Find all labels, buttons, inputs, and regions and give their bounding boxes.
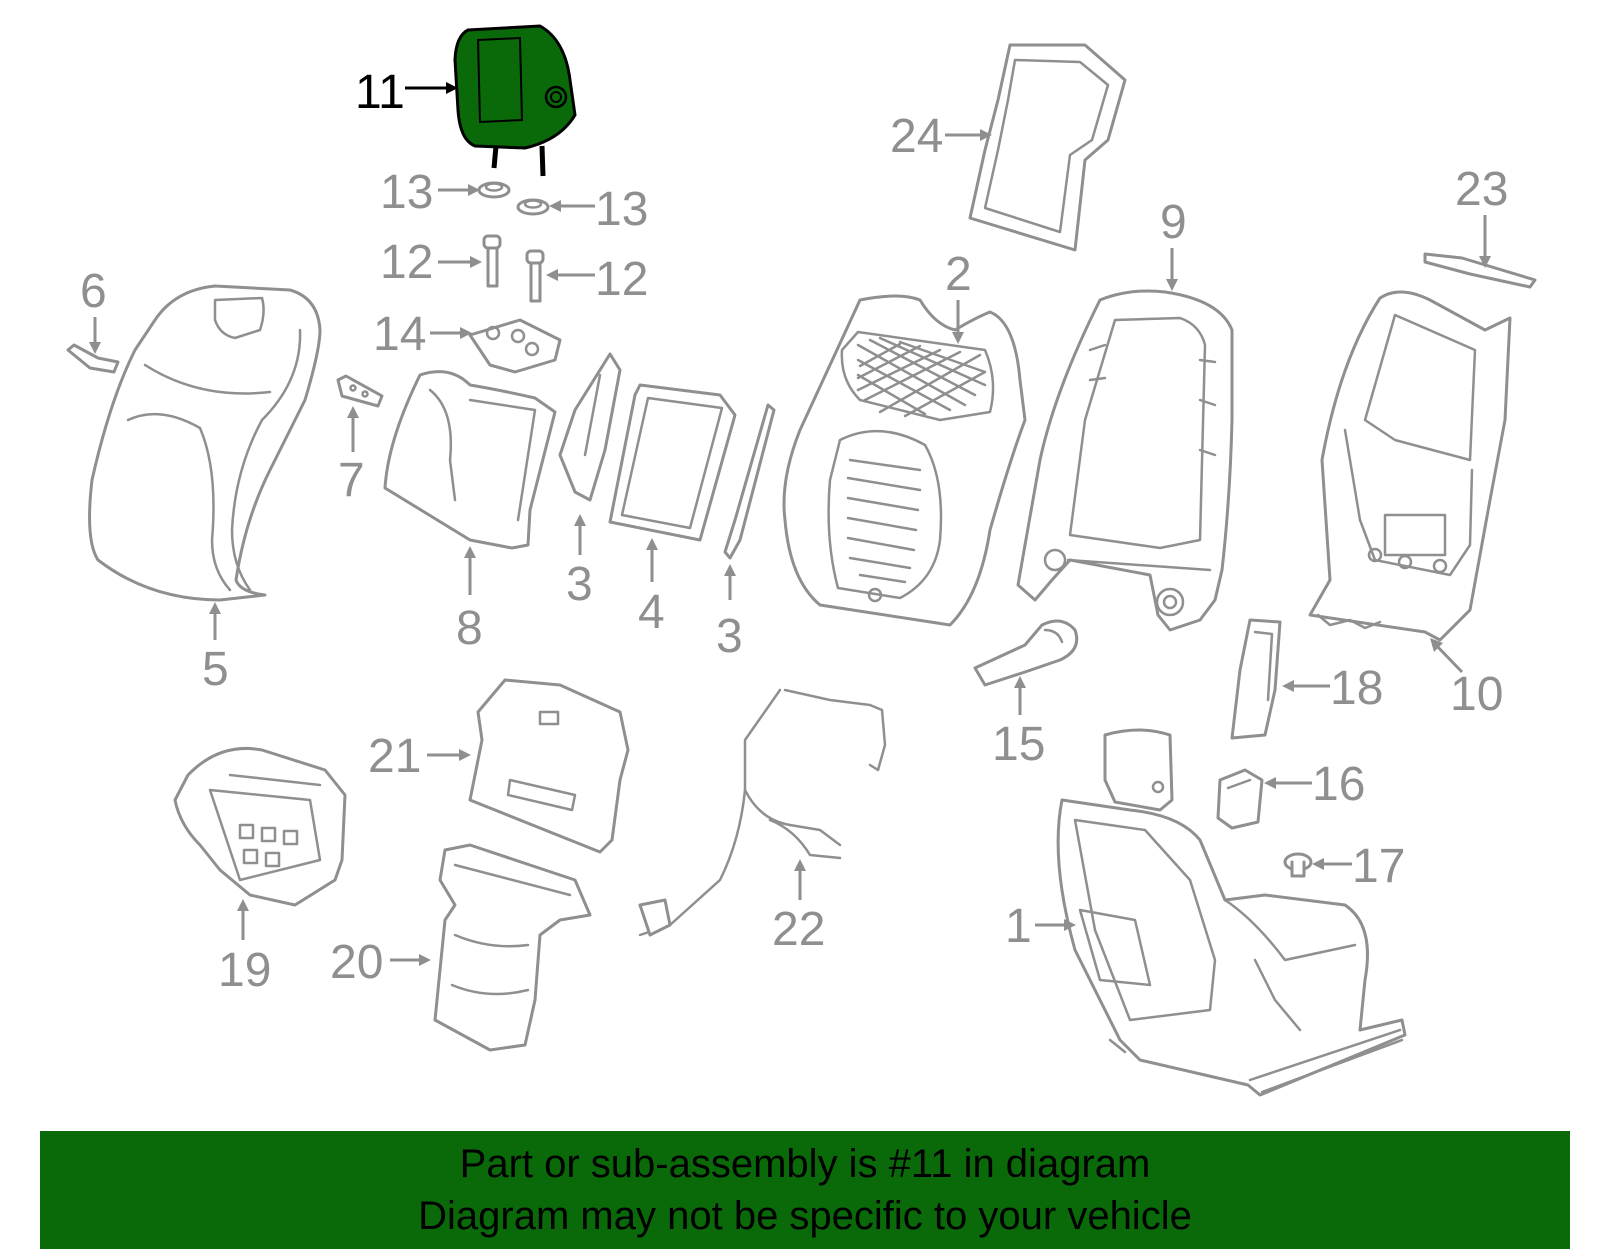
part-23-trim-strip[interactable] <box>1423 252 1537 289</box>
leader-10 <box>1433 642 1464 674</box>
part-17-clip[interactable] <box>1283 852 1313 878</box>
part-8-back-panel[interactable] <box>383 370 557 550</box>
callout-21[interactable]: 21 <box>368 730 421 783</box>
part-16-bracket[interactable] <box>1216 768 1264 830</box>
part-4-pad[interactable] <box>608 383 737 542</box>
part-15-bezel[interactable] <box>973 619 1079 687</box>
arrowhead-11 <box>446 82 458 94</box>
part-19-control-unit[interactable] <box>173 746 347 907</box>
callout-23[interactable]: 23 <box>1455 163 1508 216</box>
callout-labels: 11 13 13 12 12 14 6 7 5 8 3 4 3 2 24 9 2… <box>80 66 1508 997</box>
callout-3-right[interactable]: 3 <box>716 610 743 663</box>
banner-line-2: Diagram may not be specific to your vehi… <box>418 1194 1192 1238</box>
part-11-headrest[interactable] <box>453 24 577 177</box>
callout-4[interactable]: 4 <box>638 586 665 639</box>
callout-3-left[interactable]: 3 <box>566 558 593 611</box>
callout-5[interactable]: 5 <box>202 643 229 696</box>
part-21-module[interactable] <box>468 678 630 854</box>
part-7-bracket[interactable] <box>336 374 384 408</box>
leader-lines <box>89 82 1491 966</box>
part-5-seatback-cover[interactable] <box>88 284 322 602</box>
part-14-bracket[interactable] <box>468 318 562 374</box>
part-18-side-trim[interactable] <box>1230 618 1282 740</box>
part-22-wire-harness[interactable] <box>638 688 887 937</box>
callout-6[interactable]: 6 <box>80 265 107 318</box>
part-13-guide-right[interactable] <box>516 198 550 216</box>
callout-17[interactable]: 17 <box>1352 840 1405 893</box>
callout-12-left[interactable]: 12 <box>380 236 433 289</box>
callout-13-right[interactable]: 13 <box>595 183 648 236</box>
part-20-lumbar-unit[interactable] <box>433 843 592 1052</box>
part-6-clip[interactable] <box>66 343 120 374</box>
callout-8[interactable]: 8 <box>456 602 483 655</box>
callout-14[interactable]: 14 <box>373 308 426 361</box>
callout-7[interactable]: 7 <box>338 454 365 507</box>
callout-19[interactable]: 19 <box>218 944 271 997</box>
part-1-seat-assembly[interactable] <box>1056 728 1407 1097</box>
part-3-side-strip-right[interactable] <box>723 403 776 560</box>
part-12-pin-left[interactable] <box>482 234 502 288</box>
callout-22[interactable]: 22 <box>772 903 825 956</box>
callout-13-left[interactable]: 13 <box>380 166 433 219</box>
callout-16[interactable]: 16 <box>1312 758 1365 811</box>
callout-12-right[interactable]: 12 <box>595 253 648 306</box>
part-24-pad[interactable] <box>968 43 1127 252</box>
callout-18[interactable]: 18 <box>1330 662 1383 715</box>
info-banner: Part or sub-assembly is #11 in diagram D… <box>40 1131 1570 1249</box>
part-10-back-panel-assembly[interactable] <box>1308 290 1512 642</box>
part-2-seatback-trim[interactable] <box>782 294 1027 627</box>
callout-2[interactable]: 2 <box>945 248 972 301</box>
callout-15[interactable]: 15 <box>992 718 1045 771</box>
part-9-seatback-frame[interactable] <box>1016 289 1234 632</box>
banner-line-1: Part or sub-assembly is #11 in diagram <box>459 1142 1151 1186</box>
callout-9[interactable]: 9 <box>1160 196 1187 249</box>
callout-10[interactable]: 10 <box>1450 668 1503 721</box>
part-3-side-panel-left[interactable] <box>558 352 622 502</box>
callout-20[interactable]: 20 <box>330 936 383 989</box>
callout-11[interactable]: 11 <box>355 66 405 119</box>
callout-24[interactable]: 24 <box>890 110 943 163</box>
part-12-pin-right[interactable] <box>525 249 545 303</box>
part-13-guide-left[interactable] <box>477 181 511 199</box>
callout-1[interactable]: 1 <box>1005 900 1032 953</box>
